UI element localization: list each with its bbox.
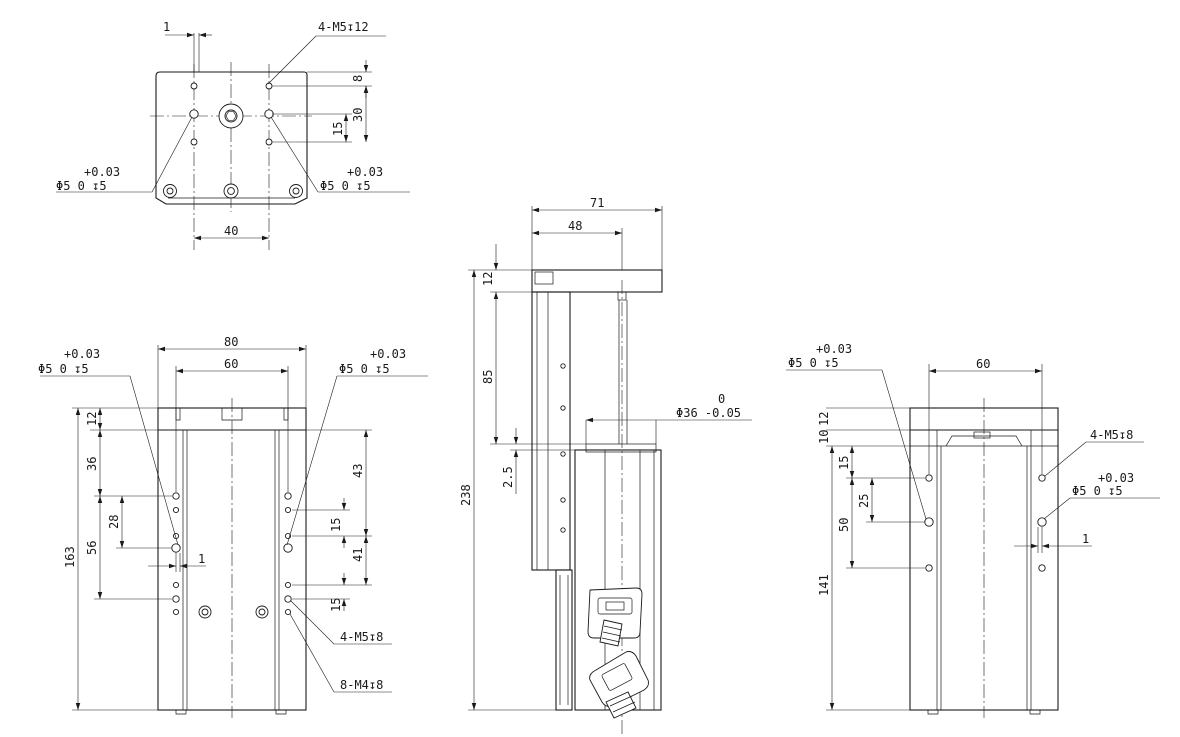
side-dim-71: 71	[590, 196, 604, 210]
top-callout-tap: 4-M5↧12	[318, 20, 369, 34]
back-tol-left: +0.03	[816, 342, 852, 356]
back-dim-12: 12	[817, 412, 831, 426]
front-callout-m5: 4-M5↧8	[340, 630, 383, 644]
back-callout-m5: 4-M5↧8	[1090, 428, 1133, 442]
front-dim-12: 12	[85, 412, 99, 426]
front-dim-56: 56	[85, 541, 99, 555]
front-tol-right: +0.03	[370, 347, 406, 361]
top-dim-30: 30	[351, 108, 365, 122]
back-dim-15: 15	[837, 456, 851, 470]
back-dim-1: 1	[1082, 532, 1089, 546]
side-dim-85: 85	[481, 370, 495, 384]
front-dim-1: 1	[198, 552, 205, 566]
back-view: +0.03 Φ5 0 ↧5 60 12 10 15 25 50 141 4-M5…	[786, 342, 1160, 718]
top-dim-8: 8	[351, 75, 365, 82]
top-dim-1: 1	[163, 20, 170, 34]
top-callout-left: Φ5 0 ↧5	[56, 179, 107, 193]
front-dim-28: 28	[107, 515, 121, 529]
top-tol-right: +0.03	[347, 165, 383, 179]
front-dim-43: 43	[351, 464, 365, 478]
front-dim-15a: 15	[329, 518, 343, 532]
front-dim-41: 41	[351, 548, 365, 562]
side-view: 71 48 12 85 238 2.5 0 Φ36 -0.05	[459, 196, 752, 736]
front-callout-right: Φ5 0 ↧5	[339, 362, 390, 376]
back-tol-right: +0.03	[1098, 471, 1134, 485]
fitting-lower	[589, 651, 649, 707]
front-dim-60: 60	[224, 357, 238, 371]
back-dim-60: 60	[976, 357, 990, 371]
side-callout-rod: Φ36 -0.05	[676, 406, 741, 420]
side-dim-238: 238	[459, 484, 473, 506]
back-callout-right: Φ5 0 ↧5	[1072, 484, 1123, 498]
front-dim-36: 36	[85, 457, 99, 471]
side-dim-48: 48	[568, 219, 582, 233]
front-view: +0.03 Φ5 0 ↧5 +0.03 Φ5 0 ↧5 80 60 12 36 …	[38, 335, 428, 718]
fitting-upper	[587, 587, 643, 639]
front-callout-m4: 8-M4↧8	[340, 678, 383, 692]
top-dim-40: 40	[224, 224, 238, 238]
back-dim-25: 25	[857, 494, 871, 508]
side-tol-rod: 0	[718, 392, 725, 406]
top-callout-right: Φ5 0 ↧5	[320, 179, 371, 193]
front-tol-left: +0.03	[64, 347, 100, 361]
side-dim-2-5: 2.5	[501, 466, 515, 488]
front-dim-15b: 15	[329, 598, 343, 612]
back-dim-141: 141	[817, 574, 831, 596]
back-dim-10: 10	[817, 430, 831, 444]
back-callout-left: Φ5 0 ↧5	[788, 356, 839, 370]
top-plate-outline	[155, 71, 308, 205]
top-view: 1 4-M5↧12 8 30 15 +0.03 Φ5 0 ↧5 +0.03 Φ5…	[56, 20, 410, 250]
top-dim-15: 15	[331, 122, 345, 136]
front-dim-80: 80	[224, 335, 238, 349]
back-dim-50: 50	[837, 518, 851, 532]
top-tol-left: +0.03	[84, 165, 120, 179]
front-callout-left: Φ5 0 ↧5	[38, 362, 89, 376]
side-dim-12: 12	[481, 272, 495, 286]
front-dim-163: 163	[63, 546, 77, 568]
